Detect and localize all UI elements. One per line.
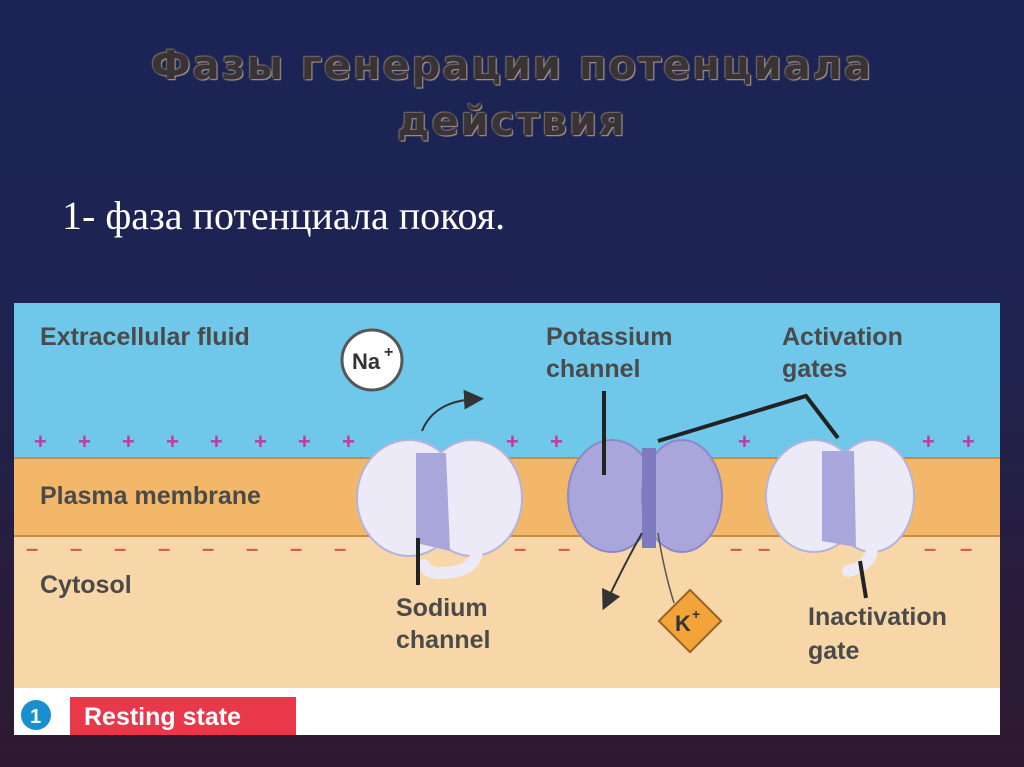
negative-charge: – xyxy=(558,536,570,561)
activation-gates-callout xyxy=(657,393,840,443)
membrane-diagram: + + + + + + + + + + + + + – – – – – – – … xyxy=(14,303,1000,735)
potassium-ion: K + xyxy=(657,588,723,654)
negative-charge: – xyxy=(290,536,302,561)
inactivation-label-line-2: gate xyxy=(808,637,860,665)
activation-label-line-1: Activation xyxy=(782,323,903,351)
positive-charges: + + + + + + + + + + + + + xyxy=(34,429,975,454)
positive-charge: + xyxy=(922,429,935,454)
negative-charge: – xyxy=(114,536,126,561)
potassium-arrow xyxy=(602,532,643,611)
negative-charge: – xyxy=(334,536,346,561)
positive-charge: + xyxy=(342,429,355,454)
negative-charge: – xyxy=(26,536,38,561)
state-badge xyxy=(70,697,296,735)
negative-charge: – xyxy=(960,536,972,561)
positive-charge: + xyxy=(550,429,563,454)
step-number-circle xyxy=(21,700,51,730)
sodium-channel-right xyxy=(765,439,915,577)
positive-charge: + xyxy=(210,429,223,454)
plasma-membrane-label: Plasma membrane xyxy=(40,482,261,510)
cytosol-region xyxy=(14,536,1000,688)
cytosol-label: Cytosol xyxy=(40,571,132,599)
negative-charge: – xyxy=(514,536,526,561)
resting-state-figure: + + + + + + + + + + + + + – – – – – – – … xyxy=(14,303,1000,735)
potassium-ion-charge: + xyxy=(692,606,700,622)
slide-title: Фазы генерации потенциала действия xyxy=(0,38,1024,150)
sodium-ion-charge: + xyxy=(384,344,393,361)
potassium-label-line-2: channel xyxy=(546,355,640,383)
positive-charge: + xyxy=(506,429,519,454)
potassium-ion-symbol: K xyxy=(675,611,691,636)
sodium-label-line-1: Sodium xyxy=(396,594,488,622)
positive-charge: + xyxy=(122,429,135,454)
potassium-pathway xyxy=(657,532,675,604)
inactivation-label-line-1: Inactivation xyxy=(808,603,947,631)
state-label: Resting state xyxy=(84,703,241,731)
positive-charge: + xyxy=(254,429,267,454)
inactivation-callout xyxy=(858,560,868,599)
potassium-channel xyxy=(567,439,723,553)
slide-title-line-2: действия xyxy=(397,99,627,145)
sodium-ion: Na + xyxy=(340,328,404,392)
positive-charge: + xyxy=(962,429,975,454)
negative-charge: – xyxy=(246,536,258,561)
extracellular-fluid-label: Extracellular fluid xyxy=(40,323,250,351)
negative-charge: – xyxy=(730,536,742,561)
positive-charge: + xyxy=(738,429,751,454)
sodium-channel xyxy=(356,439,523,580)
positive-charge: + xyxy=(298,429,311,454)
sodium-ion-symbol: Na xyxy=(352,349,381,374)
phase-caption: 1- фаза потенциала покоя. xyxy=(62,193,506,238)
slide-title-line-1: Фазы генерации потенциала xyxy=(150,43,874,89)
sodium-pore-right xyxy=(822,451,856,547)
negative-charge: – xyxy=(758,536,770,561)
positive-charge: + xyxy=(34,429,47,454)
sodium-inactivation-gate xyxy=(418,537,483,580)
positive-charge: + xyxy=(166,429,179,454)
inactivation-gate-shape xyxy=(842,537,879,577)
sodium-label-line-2: channel xyxy=(396,626,490,654)
activation-label-line-2: gates xyxy=(782,355,847,383)
potassium-pore xyxy=(642,448,656,548)
positive-charge: + xyxy=(78,429,91,454)
negative-charges: – – – – – – – – – – – – – – xyxy=(26,536,972,561)
negative-charge: – xyxy=(202,536,214,561)
negative-charge: – xyxy=(70,536,82,561)
sodium-arrow xyxy=(421,389,484,432)
negative-charge: – xyxy=(924,536,936,561)
potassium-label-line-1: Potassium xyxy=(546,323,672,351)
sodium-pore xyxy=(416,453,450,551)
negative-charge: – xyxy=(158,536,170,561)
step-number: 1 xyxy=(30,706,41,728)
